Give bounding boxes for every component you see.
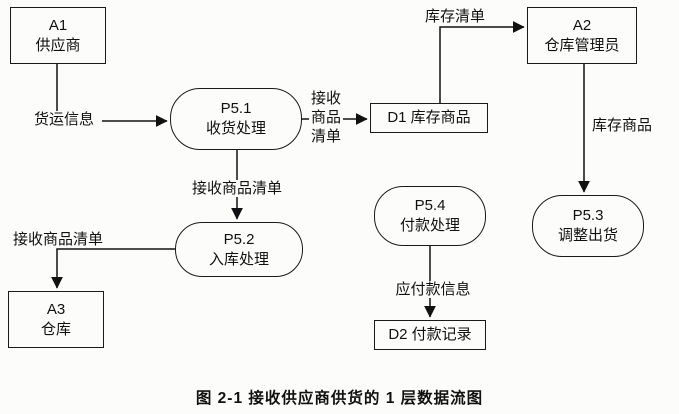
process-p5-4-id: P5.4 — [414, 197, 446, 214]
figure-caption: 图 2-1 接收供应商供货的 1 层数据流图 — [195, 390, 484, 407]
process-p5-3-label: 调整出货 — [557, 227, 618, 244]
process-p5-2-id: P5.2 — [223, 230, 255, 248]
process-p5-1-id: P5.1 — [220, 100, 252, 117]
external-entity-a3: A3 仓库 — [8, 291, 104, 348]
external-entity-a2: A2 仓库管理员 — [527, 7, 637, 64]
flow-label-receive-goods-list-p52-a3: 接收商品清单 — [12, 231, 103, 248]
flow-label-shipping-info: 货运信息 — [26, 111, 102, 128]
entity-a1-label: 供应商 — [35, 36, 81, 54]
flow-label-receive-goods-list-p51-p52: 接收商品清单 — [191, 180, 283, 197]
process-p5-1: P5.1 收货处理 — [170, 88, 302, 150]
process-p5-2-label: 入库处理 — [208, 250, 269, 268]
process-p5-4: P5.4 付款处理 — [374, 186, 486, 246]
data-store-d1: D1 库存商品 — [370, 103, 488, 133]
data-store-d2-label: D2 付款记录 — [388, 326, 472, 343]
process-p5-3: P5.3 调整出货 — [532, 195, 644, 257]
data-store-d1-label: D1 库存商品 — [387, 109, 471, 126]
flow-label-inventory-goods: 库存商品 — [591, 117, 652, 134]
entity-a3-id: A3 — [46, 300, 66, 318]
flow-p52-to-a3 — [51, 248, 175, 289]
entity-a1-id: A1 — [48, 16, 68, 34]
flow-label-receive-goods-list-p51-d1: 接收商品清单 — [309, 89, 343, 146]
external-entity-a1: A1 供应商 — [10, 7, 106, 64]
entity-a3-label: 仓库 — [40, 320, 71, 338]
flow-d1-to-a2 — [439, 21, 525, 103]
flow-label-inventory-list: 库存清单 — [424, 8, 485, 25]
process-p5-4-label: 付款处理 — [399, 217, 460, 234]
process-p5-1-label: 收货处理 — [205, 120, 266, 137]
flow-label-payable-info: 应付款信息 — [388, 281, 478, 298]
process-p5-2: P5.2 入库处理 — [175, 222, 303, 277]
entity-a2-id: A2 — [572, 16, 592, 34]
process-p5-3-id: P5.3 — [572, 207, 604, 224]
entity-a2-label: 仓库管理员 — [544, 36, 620, 54]
data-store-d2: D2 付款记录 — [374, 320, 486, 350]
